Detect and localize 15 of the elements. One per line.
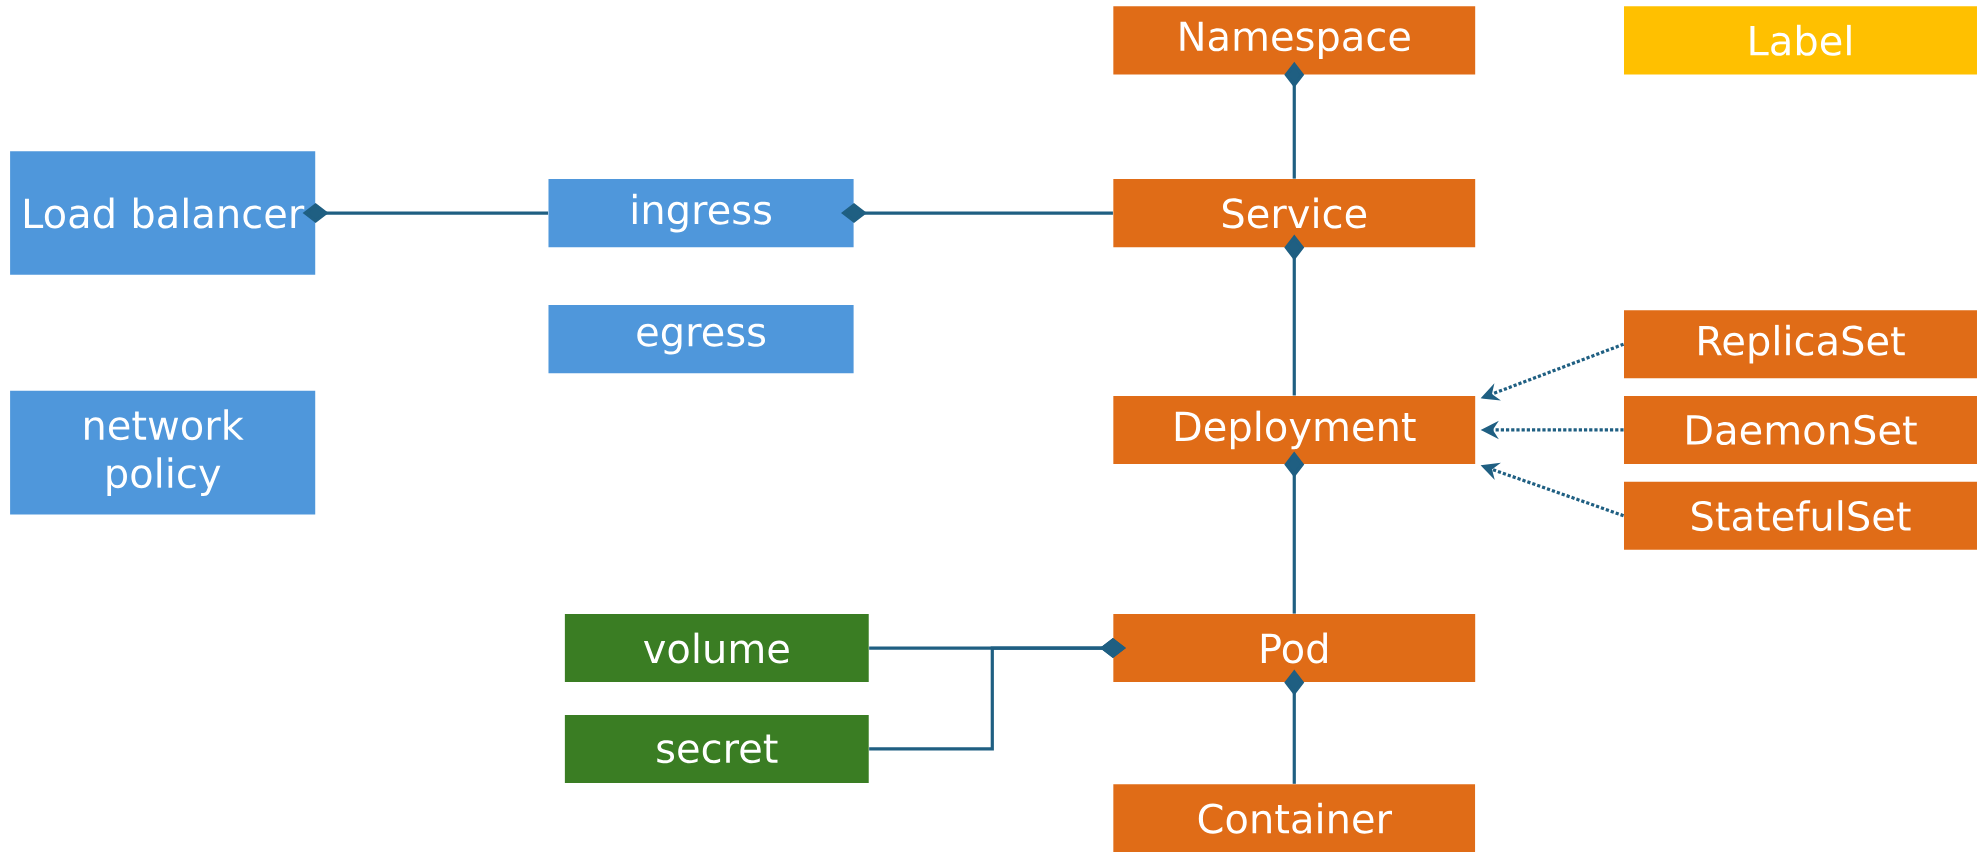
component-box: Load balancer [10,151,316,275]
component-box: network policy [10,390,316,515]
component-box: Deployment [1113,395,1476,464]
label-box: Label [1623,6,1977,75]
component-box: Namespace [1113,6,1476,75]
component-box: egress [548,304,854,374]
component-box: StatefulSet [1623,481,1977,550]
component-box: ingress [548,178,854,247]
component-box: secret [564,714,869,783]
component-box: Container [1113,784,1476,852]
component-box: Service [1113,178,1476,247]
component-box: DaemonSet [1623,395,1977,464]
component-box: ReplicaSet [1623,310,1977,379]
component-box: Pod [1113,613,1476,682]
component-box: volume [564,613,869,682]
